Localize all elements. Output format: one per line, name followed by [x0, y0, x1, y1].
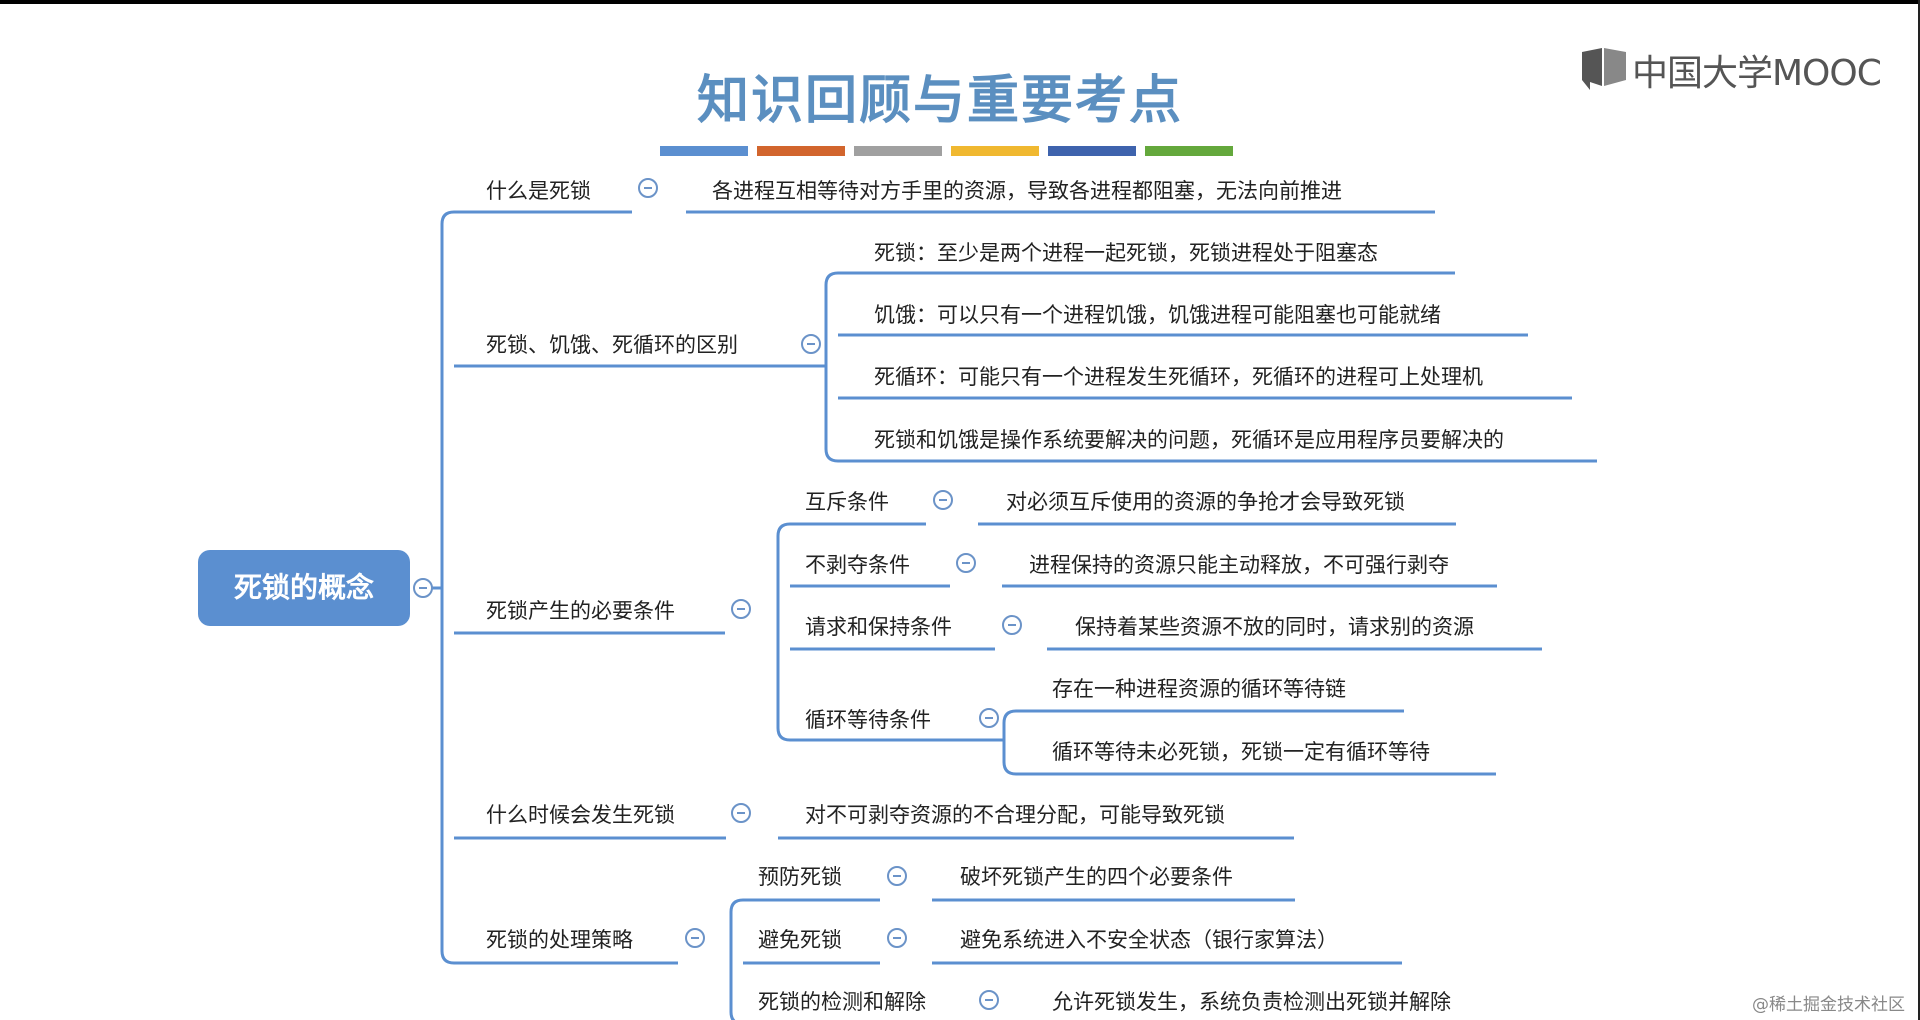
- watermark: @稀土掘金技术社区: [1752, 995, 1905, 1015]
- strategy-prevent-label: 预防死锁: [758, 865, 842, 889]
- diff-item-3: 死循环：可能只有一个进程发生死循环，死循环的进程可上处理机: [874, 365, 1483, 389]
- circular-bracket-bottom: [1002, 761, 1017, 776]
- diff-bracket-bottom: [824, 448, 839, 463]
- conditions-bracket-bottom: [776, 727, 791, 742]
- condition-mutex-label: 互斥条件: [805, 490, 889, 514]
- circular-bracket-top: [1002, 709, 1017, 724]
- condition-holdwait-detail: 保持着某些资源不放的同时，请求别的资源: [1075, 615, 1474, 639]
- title-bar-1: [660, 146, 748, 156]
- collapse-toggle-circular[interactable]: [979, 708, 999, 728]
- strategy-detect-label: 死锁的检测和解除: [758, 990, 926, 1014]
- branch-when-label: 什么时候会发生死锁: [486, 803, 675, 827]
- diff-bracket-top: [824, 271, 839, 286]
- branch-conditions-label: 死锁产生的必要条件: [486, 599, 675, 623]
- main-bracket-bottom: [440, 950, 455, 965]
- branch-what-label: 什么是死锁: [486, 179, 591, 203]
- collapse-toggle-strategy[interactable]: [685, 928, 705, 948]
- condition-nopreempt-label: 不剥夺条件: [805, 553, 910, 577]
- title-bar-4: [951, 146, 1039, 156]
- mooc-book-icon: [1580, 46, 1628, 94]
- strategy-avoid-detail: 避免系统进入不安全状态（银行家算法）: [960, 928, 1338, 952]
- condition-holdwait-label: 请求和保持条件: [805, 615, 952, 639]
- condition-circular-label: 循环等待条件: [805, 708, 931, 732]
- title-bar-3: [854, 146, 942, 156]
- branch-diff-label: 死锁、饥饿、死循环的区别: [486, 333, 738, 357]
- title-bar-6: [1145, 146, 1233, 156]
- collapse-toggle-when[interactable]: [731, 803, 751, 823]
- condition-nopreempt-detail: 进程保持的资源只能主动释放，不可强行剥夺: [1029, 553, 1449, 577]
- strategy-bracket-top: [729, 898, 744, 913]
- condition-mutex-detail: 对必须互斥使用的资源的争抢才会导致死锁: [1006, 490, 1405, 514]
- mooc-logo-text: 中国大学MOOC: [1632, 53, 1882, 94]
- collapse-toggle-diff[interactable]: [801, 334, 821, 354]
- strategy-avoid-label: 避免死锁: [758, 928, 842, 952]
- right-border: [1918, 0, 1920, 1020]
- branch-what-detail: 各进程互相等待对方手里的资源，导致各进程都阻塞，无法向前推进: [712, 179, 1342, 203]
- root-node[interactable]: 死锁的概念: [198, 550, 410, 626]
- slide-title: 知识回顾与重要考点: [696, 71, 1183, 131]
- condition-circular-detail-1: 存在一种进程资源的循环等待链: [1052, 677, 1346, 701]
- top-border: [0, 0, 1920, 4]
- branch-when-detail: 对不可剥夺资源的不合理分配，可能导致死锁: [805, 803, 1225, 827]
- collapse-toggle-avoid[interactable]: [887, 928, 907, 948]
- title-bar-2: [757, 146, 845, 156]
- diff-item-2: 饥饿：可以只有一个进程饥饿，饥饿进程可能阻塞也可能就绪: [874, 303, 1441, 327]
- title-bar-5: [1048, 146, 1136, 156]
- collapse-toggle-holdwait[interactable]: [1002, 615, 1022, 635]
- collapse-toggle-nopreempt[interactable]: [956, 553, 976, 573]
- conditions-bracket-top: [776, 522, 791, 537]
- diff-item-4: 死锁和饥饿是操作系统要解决的问题，死循环是应用程序员要解决的: [874, 428, 1504, 452]
- strategy-prevent-detail: 破坏死锁产生的四个必要条件: [960, 865, 1233, 889]
- collapse-toggle-mutex[interactable]: [933, 490, 953, 510]
- diff-item-1: 死锁：至少是两个进程一起死锁，死锁进程处于阻塞态: [874, 241, 1378, 265]
- condition-circular-detail-2: 循环等待未必死锁，死锁一定有循环等待: [1052, 740, 1430, 764]
- collapse-toggle-root[interactable]: [413, 578, 433, 598]
- strategy-bracket-bottom: [729, 1011, 736, 1020]
- strategy-detect-detail: 允许死锁发生，系统负责检测出死锁并解除: [1052, 990, 1451, 1014]
- collapse-toggle-prevent[interactable]: [887, 866, 907, 886]
- collapse-toggle-what[interactable]: [638, 178, 658, 198]
- main-bracket-top: [440, 210, 455, 225]
- collapse-toggle-conditions[interactable]: [731, 599, 751, 619]
- branch-strategy-label: 死锁的处理策略: [486, 928, 633, 952]
- collapse-toggle-detect[interactable]: [979, 990, 999, 1010]
